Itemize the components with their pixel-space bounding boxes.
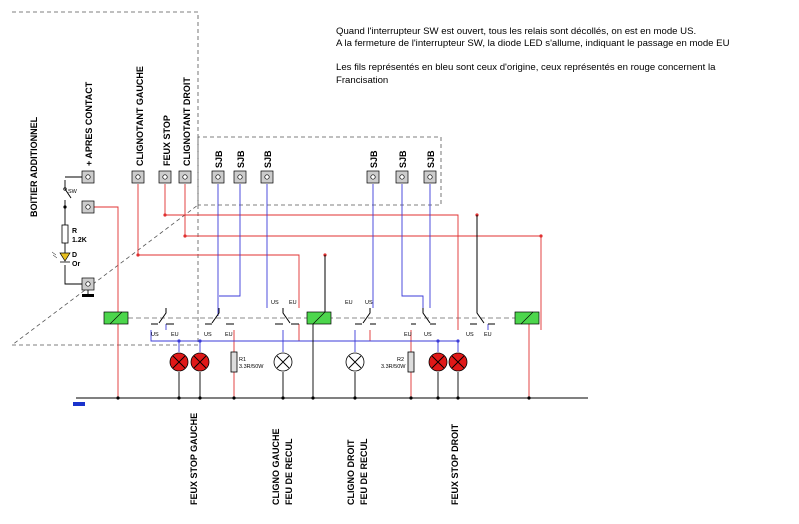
ground-wiring bbox=[64, 176, 588, 399]
relay1b-us: US bbox=[204, 332, 212, 338]
explanation-note: Quand l'interrupteur SW est ouvert, tous… bbox=[336, 26, 791, 87]
switch-sw-contact bbox=[63, 187, 67, 191]
relay2b-us: US bbox=[365, 300, 373, 306]
switch-sw bbox=[64, 188, 72, 199]
terminal-box-ground bbox=[81, 277, 95, 291]
cligno-droit-label-1: CLIGNO DROIT bbox=[346, 439, 356, 505]
stop-lamp-left-1 bbox=[169, 352, 189, 372]
box-title: BOITIER ADDITIONNEL bbox=[29, 116, 39, 217]
resistor-r1 bbox=[230, 351, 238, 373]
terminal-sjb-4 bbox=[366, 170, 380, 184]
junction-dots bbox=[63, 205, 531, 400]
cligno-gauche-label-1: CLIGNO GAUCHE bbox=[271, 429, 281, 506]
relay3a-us: US bbox=[424, 332, 432, 338]
relay-contacts bbox=[151, 215, 495, 325]
feux-stop-droit-label: FEUX STOP DROIT bbox=[450, 423, 460, 505]
terminal-sjb-6 bbox=[423, 170, 437, 184]
sjb-label-4: SJB bbox=[369, 150, 379, 168]
terminal-plus bbox=[81, 170, 95, 184]
r1-value: 3.3R/50W bbox=[239, 364, 264, 370]
terminal-sjb-3 bbox=[260, 170, 274, 184]
d-value: Or bbox=[72, 261, 80, 268]
sjb-label-5: SJB bbox=[398, 150, 408, 168]
resistor-r2 bbox=[407, 351, 415, 373]
resistor-r bbox=[61, 224, 69, 244]
d-name: D bbox=[72, 252, 77, 259]
terminal-sjb-2 bbox=[233, 170, 247, 184]
relay3a-eu: EU bbox=[404, 332, 412, 338]
terminal-clignotant-droit bbox=[178, 170, 192, 184]
clignotant-droit-label: CLIGNOTANT DROIT bbox=[182, 77, 192, 166]
box-ground-symbol bbox=[82, 294, 94, 297]
note-line-1: Quand l'interrupteur SW est ouvert, tous… bbox=[336, 26, 697, 37]
note-line-4: Francisation bbox=[336, 74, 389, 86]
sw-label: SW bbox=[68, 189, 78, 195]
sjb-label-1: SJB bbox=[214, 150, 224, 168]
clignotant-gauche-label: CLIGNOTANT GAUCHE bbox=[135, 66, 145, 166]
relay2a-eu: EU bbox=[289, 300, 297, 306]
note-line-3: Les fils représentés en bleu sont ceux d… bbox=[336, 62, 716, 74]
plus-label: + APRES CONTACT bbox=[84, 81, 94, 166]
r-value: 1.2K bbox=[72, 237, 87, 244]
feux-stop-label: FEUX STOP bbox=[162, 115, 172, 166]
relay-coil-2-mark bbox=[312, 311, 326, 325]
blue-junction-dots bbox=[177, 339, 460, 343]
r-name: R bbox=[72, 228, 77, 235]
sjb-label-3: SJB bbox=[263, 150, 273, 168]
stop-lamp-left-2 bbox=[190, 352, 210, 372]
turn-lamp-right bbox=[345, 352, 365, 372]
r1-name: R1 bbox=[239, 357, 246, 363]
ground-symbol bbox=[73, 402, 85, 406]
relay2b-eu: EU bbox=[345, 300, 353, 306]
relay-coil-1-mark bbox=[109, 311, 123, 325]
additional-box-outline bbox=[10, 11, 442, 346]
terminal-feux-stop bbox=[158, 170, 172, 184]
relay3b-us: US bbox=[466, 332, 474, 338]
relay1a-eu: EU bbox=[171, 332, 179, 338]
r2-name: R2 bbox=[397, 357, 404, 363]
sjb-label-6: SJB bbox=[426, 150, 436, 168]
relay3b-eu: EU bbox=[484, 332, 492, 338]
sjb-label-2: SJB bbox=[236, 150, 246, 168]
turn-lamp-left bbox=[273, 352, 293, 372]
led-d bbox=[51, 251, 71, 263]
relay2a-us: US bbox=[271, 300, 279, 306]
terminal-sjb-5 bbox=[395, 170, 409, 184]
feux-stop-gauche-label: FEUX STOP GAUCHE bbox=[189, 413, 199, 505]
terminal-clignotant-gauche bbox=[131, 170, 145, 184]
relay1b-eu: EU bbox=[225, 332, 233, 338]
stop-lamp-right-1 bbox=[428, 352, 448, 372]
cligno-droit-label-2: FEU DE RECUL bbox=[359, 438, 369, 505]
r2-value: 3.3R/50W bbox=[381, 364, 406, 370]
relay-coil-3-mark bbox=[520, 311, 534, 325]
relay1a-us: US bbox=[151, 332, 159, 338]
terminal-box-out bbox=[81, 200, 95, 214]
cligno-gauche-label-2: FEU DE RECUL bbox=[284, 438, 294, 505]
red-junction-dots bbox=[136, 213, 543, 257]
francisation-wires bbox=[88, 184, 542, 398]
note-line-2: A la fermeture de l'interrupteur SW, la … bbox=[336, 38, 730, 50]
original-wires bbox=[150, 184, 489, 352]
stop-lamp-right-2 bbox=[448, 352, 468, 372]
terminal-sjb-1 bbox=[211, 170, 225, 184]
